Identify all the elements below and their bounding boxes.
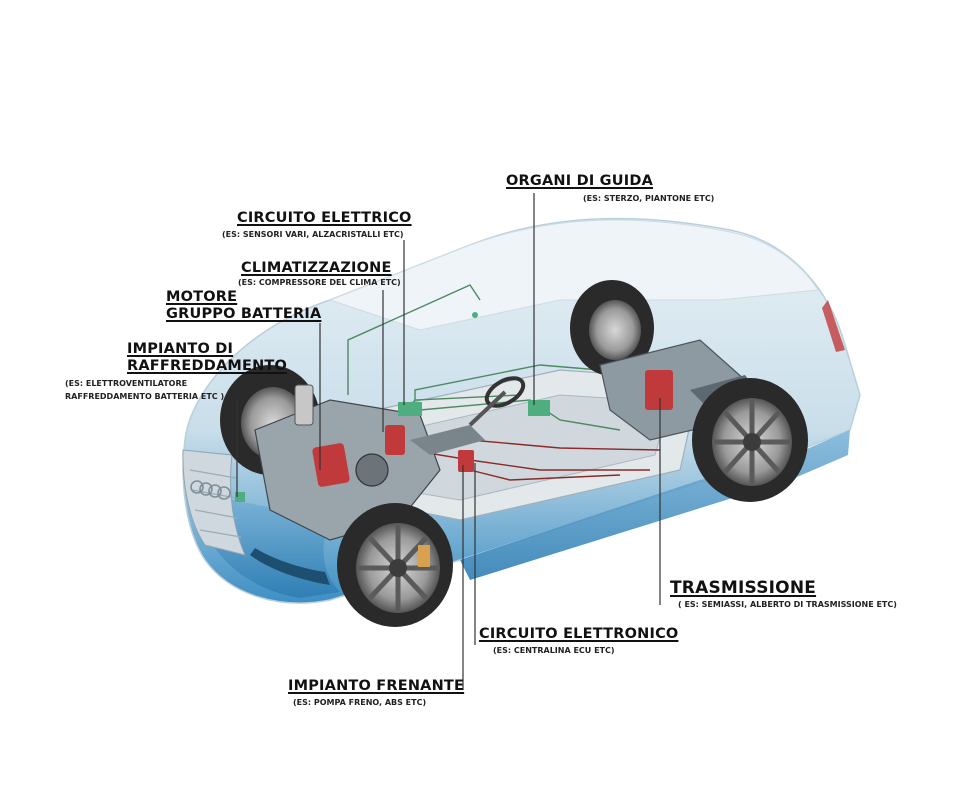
- raffreddamento-sub1: (ES: ELETTROVENTILATORE: [65, 379, 188, 388]
- label-motore: MOTORE GRUPPO BATTERIA: [166, 289, 321, 323]
- raffreddamento-line2: RAFFREDDAMENTO: [127, 358, 288, 374]
- raffreddamento-line1: IMPIANTO DI: [127, 341, 234, 357]
- raffreddamento-sub2: RAFFREDDAMENTO BATTERIA ETC ): [65, 392, 225, 401]
- motore-line2: GRUPPO BATTERIA: [166, 306, 322, 322]
- climatizzazione-title: CLIMATIZZAZIONE: [241, 260, 392, 276]
- motore-line1: MOTORE: [166, 289, 238, 305]
- label-climatizzazione: CLIMATIZZAZIONE (ES: COMPRESSORE DEL CLI…: [238, 260, 401, 288]
- label-impianto-raffreddamento: IMPIANTO DI RAFFREDDAMENTO (ES: ELETTROV…: [65, 341, 288, 402]
- organi-di-guida-title: ORGANI DI GUIDA: [506, 173, 654, 189]
- label-trasmissione: TRASMISSIONE ( ES: SEMIASSI, ALBERTO DI …: [670, 578, 897, 610]
- circuito-elettronico-sub: (ES: CENTRALINA ECU ETC): [493, 646, 615, 655]
- label-circuito-elettronico: CIRCUITO ELETTRONICO (ES: CENTRALINA ECU…: [479, 626, 678, 656]
- impianto-frenante-title: IMPIANTO FRENANTE: [288, 678, 465, 694]
- rear-right-wheel: [570, 280, 654, 376]
- circuito-elettrico-sub: (ES: SENSORI VARI, ALZACRISTALLI ETC): [222, 230, 404, 239]
- impianto-frenante-sub: (ES: POMPA FRENO, ABS ETC): [293, 698, 427, 707]
- leader-lines: [236, 193, 661, 690]
- trasmissione-title: TRASMISSIONE: [670, 578, 817, 598]
- rear-left-wheel: [692, 378, 808, 502]
- label-circuito-elettrico: CIRCUITO ELETTRICO (ES: SENSORI VARI, AL…: [222, 210, 412, 240]
- trasmissione-sub: ( ES: SEMIASSI, ALBERTO DI TRASMISSIONE …: [678, 600, 897, 609]
- circuito-elettronico-title: CIRCUITO ELETTRONICO: [479, 626, 679, 642]
- steering-column: [468, 376, 526, 427]
- organi-di-guida-sub: (ES: STERZO, PIANTONE ETC): [583, 194, 715, 203]
- label-impianto-frenante: IMPIANTO FRENANTE (ES: POMPA FRENO, ABS …: [288, 678, 464, 708]
- front-left-wheel: [337, 503, 453, 627]
- label-organi-di-guida: ORGANI DI GUIDA (ES: STERZO, PIANTONE ET…: [506, 173, 714, 204]
- climatizzazione-sub: (ES: COMPRESSORE DEL CLIMA ETC): [238, 278, 401, 287]
- circuito-elettrico-title: CIRCUITO ELETTRICO: [237, 210, 412, 226]
